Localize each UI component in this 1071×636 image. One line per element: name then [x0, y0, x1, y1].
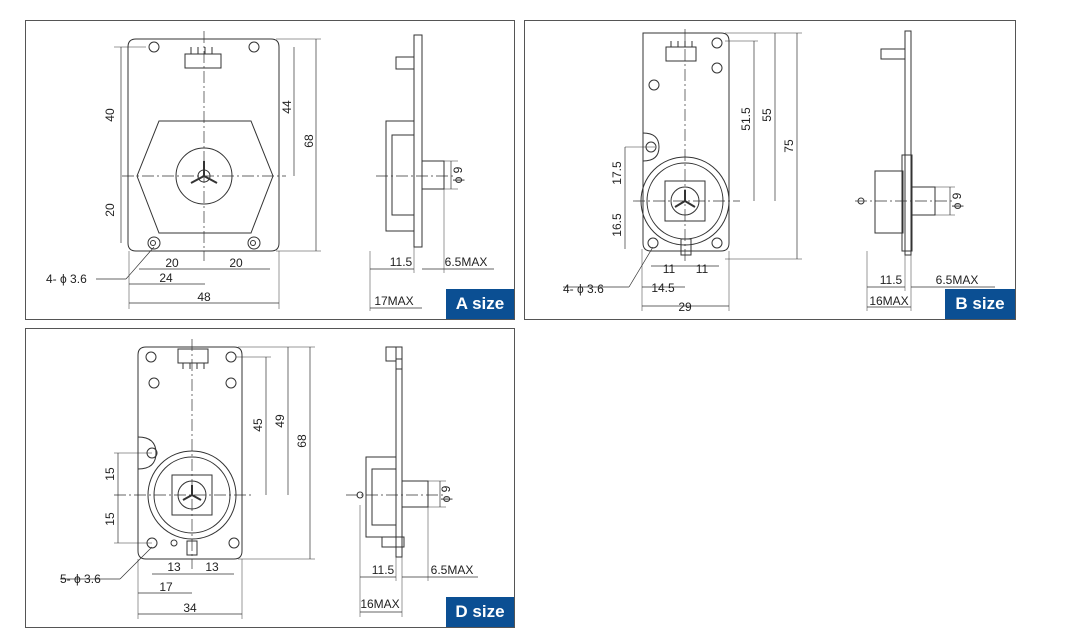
panel-b-size: 51.5 55 75 17.5 16.5 11 11 14.5 29 4- ϕ … [524, 20, 1016, 320]
a-dim-20-left: 20 [103, 203, 117, 217]
d-dim-49: 49 [273, 414, 287, 428]
d-dim-17: 17 [159, 580, 173, 594]
a-connector [184, 53, 222, 69]
d-size-drawing: 45 49 68 15 15 13 13 17 34 5- ϕ 3.6 ϕ 9 … [60, 339, 478, 619]
d-front-plate [137, 346, 243, 560]
b-side-11-5: 11.5 [880, 273, 903, 287]
a-side-17max: 17MAX [374, 294, 413, 308]
a-dim-20-bottom-left: 20 [165, 256, 179, 270]
a-side-phi9: ϕ 9 [451, 166, 465, 183]
d-dim-45: 45 [251, 418, 265, 432]
a-front-plate [127, 38, 280, 252]
a-side-6-5max: 6.5MAX [445, 255, 488, 269]
b-connector [665, 46, 697, 62]
d-side-6-5max: 6.5MAX [431, 563, 474, 577]
b-front-plate [642, 32, 730, 252]
a-dim-40: 40 [103, 108, 117, 122]
d-side-phi9: ϕ 9 [439, 485, 453, 502]
d-dim-13-left: 13 [167, 560, 181, 574]
a-dim-68: 68 [302, 134, 316, 148]
a-size-drawing: 40 20 44 68 20 20 24 48 4- ϕ 3.6 ϕ 9 11.… [46, 31, 494, 311]
a-size-badge: A size [446, 289, 514, 319]
d-dim-13-right: 13 [205, 560, 219, 574]
a-dim-20-bottom-right: 20 [229, 256, 243, 270]
panel-a-size: 40 20 44 68 20 20 24 48 4- ϕ 3.6 ϕ 9 11.… [25, 20, 515, 320]
d-dim-15-top: 15 [103, 467, 117, 481]
b-holes-callout: 4- ϕ 3.6 [563, 282, 604, 296]
a-dim-48: 48 [197, 290, 211, 304]
d-side-11-5: 11.5 [372, 563, 395, 577]
b-side-board [904, 30, 912, 256]
d-dim-34: 34 [183, 601, 197, 615]
b-dim-11-right: 11 [696, 262, 709, 276]
a-side-board [413, 34, 423, 248]
b-dim-14-5: 14.5 [651, 281, 675, 295]
b-side-16max: 16MAX [869, 294, 908, 308]
d-connector [177, 348, 209, 364]
b-dim-29: 29 [678, 300, 692, 314]
b-side-6-5max: 6.5MAX [936, 273, 979, 287]
d-dim-68: 68 [295, 434, 309, 448]
a-side-11-5: 11.5 [390, 255, 413, 269]
d-side-board [395, 346, 403, 558]
d-dim-15-bottom: 15 [103, 512, 117, 526]
d-size-badge: D size [446, 597, 514, 627]
b-size-drawing: 51.5 55 75 17.5 16.5 11 11 14.5 29 4- ϕ … [563, 29, 995, 314]
b-dim-75: 75 [782, 139, 796, 153]
b-dim-51-5: 51.5 [739, 107, 753, 131]
d-side-16max: 16MAX [360, 597, 399, 611]
a-holes-callout: 4- ϕ 3.6 [46, 272, 87, 286]
b-size-badge: B size [945, 289, 1015, 319]
panel-d-size: 45 49 68 15 15 13 13 17 34 5- ϕ 3.6 ϕ 9 … [25, 328, 515, 628]
b-dim-17-5: 17.5 [610, 161, 624, 185]
b-dim-55: 55 [760, 108, 774, 122]
a-dim-44: 44 [280, 100, 294, 114]
a-dim-24: 24 [159, 271, 173, 285]
b-dim-16-5: 16.5 [610, 213, 624, 237]
b-dim-11-left: 11 [663, 262, 676, 276]
b-side-phi9: ϕ 9 [950, 192, 964, 209]
d-holes-callout: 5- ϕ 3.6 [60, 572, 101, 586]
